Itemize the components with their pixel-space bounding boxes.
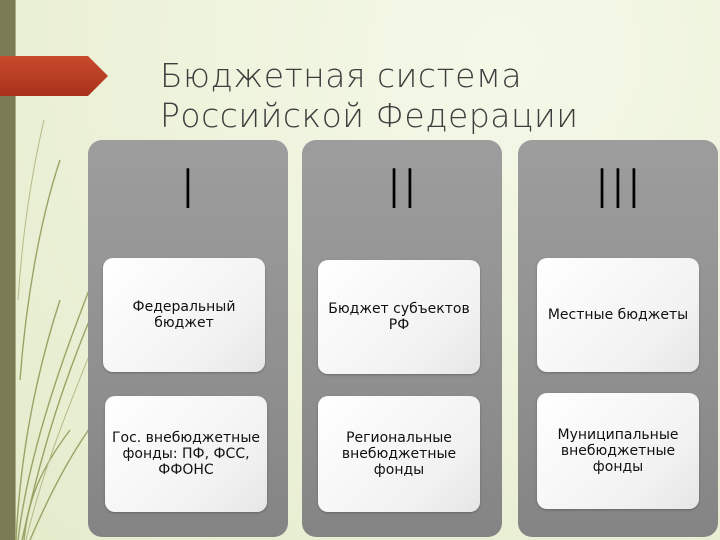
card-regional-offbudget-funds: Региональные внебюджетные фонды	[318, 396, 480, 512]
card-subject-budgets: Бюджет субъектов РФ	[318, 260, 480, 374]
card-municipal-offbudget-funds: Муниципальные внебюджетные фонды	[537, 393, 699, 509]
slide-title-line-2: Российской Федерации	[160, 96, 579, 135]
column-heading-1: I	[180, 158, 196, 221]
card-state-offbudget-funds: Гос. внебюджетные фонды: ПФ, ФСС, ФФОНС	[105, 396, 267, 512]
card-local-budgets: Местные бюджеты	[537, 258, 699, 372]
accent-arrow-tab	[0, 56, 108, 96]
column-heading-3: III	[594, 158, 642, 221]
slide-title-line-1: Бюджетная система	[160, 56, 523, 95]
slide-title: Бюджетная система Российской Федерации	[160, 56, 680, 136]
card-federal-budget: Федеральный бюджет	[103, 258, 265, 372]
sidebar-rule	[15, 0, 16, 540]
sidebar-strip	[0, 0, 15, 540]
grass-decoration	[15, 119, 151, 540]
column-heading-2: II	[386, 158, 418, 221]
